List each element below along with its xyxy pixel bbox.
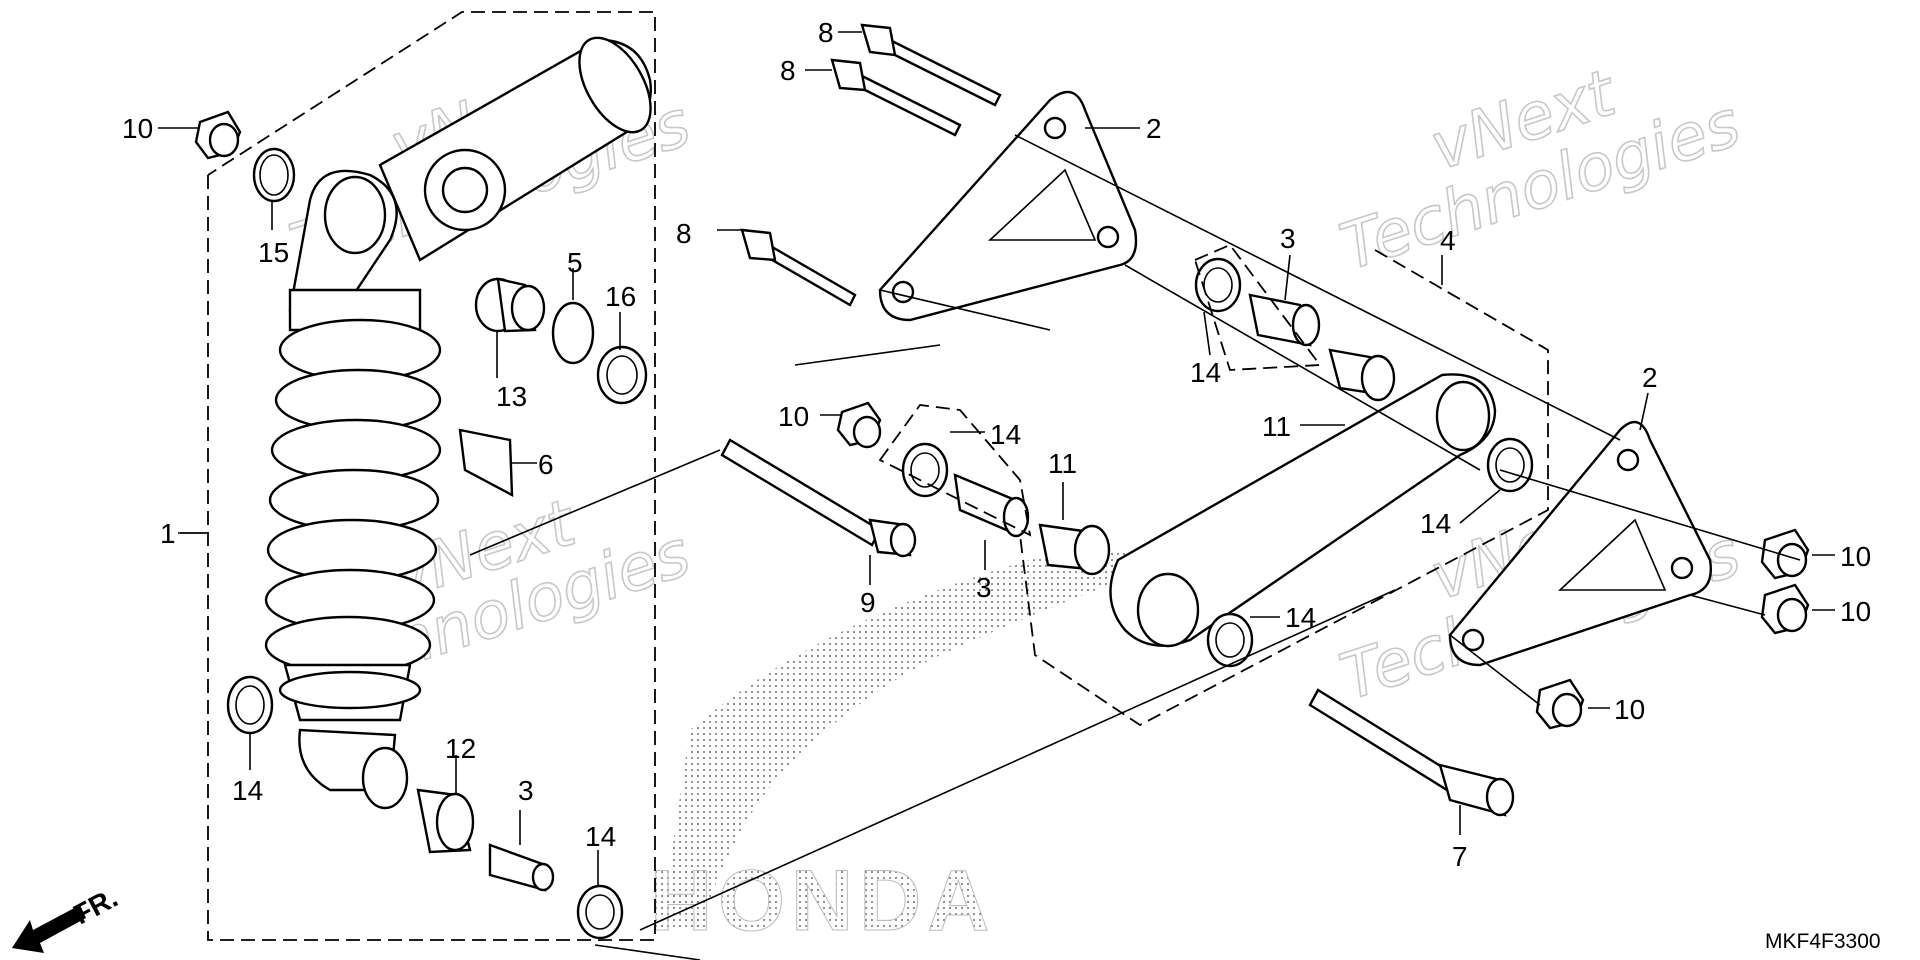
- callout-7: 7: [1452, 841, 1468, 872]
- part-13-bushing: [474, 277, 546, 333]
- part-14-seal-upper: [1194, 257, 1242, 313]
- callout-5: 5: [567, 247, 583, 278]
- group-box-linkage: [1019, 249, 1549, 727]
- shock-spring: [264, 318, 442, 675]
- front-arrow-icon: FR.: [12, 882, 123, 953]
- shock-absorber: [264, 36, 652, 810]
- part-14-seal-right: [1486, 437, 1534, 493]
- part-14-seal-mid: [901, 442, 949, 498]
- callout-labels: 10 15 13 5 16 6 1 14 12 3 14 8 8 8 2 2 3…: [122, 17, 1871, 872]
- part-10-nut-right-2: [1760, 583, 1810, 635]
- group-box-collar-mid: [878, 404, 1032, 537]
- callout-15: 15: [258, 237, 289, 268]
- callout-8: 8: [780, 55, 796, 86]
- part-9-bolt: [720, 438, 917, 558]
- callout-9: 9: [860, 587, 876, 618]
- part-14-seal-lower: [1206, 612, 1254, 668]
- callout-1: 1: [160, 518, 176, 549]
- callout-6: 6: [538, 449, 554, 480]
- callout-14: 14: [990, 419, 1021, 450]
- callout-3: 3: [1280, 223, 1296, 254]
- callout-13: 13: [496, 381, 527, 412]
- callout-2: 2: [1642, 362, 1658, 393]
- part-6-label: [458, 428, 514, 498]
- part-10-nut-right-3: [1535, 678, 1585, 730]
- callout-10: 10: [778, 401, 809, 432]
- part-16-seal: [596, 345, 648, 405]
- callout-10: 10: [1840, 541, 1871, 572]
- callout-10: 10: [1614, 694, 1645, 725]
- callout-12: 12: [445, 733, 476, 764]
- honda-logo-text: HONDA: [650, 853, 995, 949]
- part-5-circlip: [551, 301, 595, 365]
- callout-2: 2: [1146, 113, 1162, 144]
- callout-8: 8: [676, 218, 692, 249]
- callout-4: 4: [1440, 225, 1456, 256]
- callout-8: 8: [818, 17, 834, 48]
- callout-3: 3: [518, 775, 534, 806]
- part-11-bearing-lower: [1038, 523, 1111, 576]
- group-box-collar-upper: [1193, 243, 1322, 371]
- part-8-bolt-2: [830, 58, 962, 137]
- callout-14: 14: [1420, 508, 1451, 539]
- part-11-bearing-upper: [1328, 348, 1396, 402]
- part-15-ring: [252, 147, 296, 203]
- callout-11: 11: [1262, 411, 1291, 442]
- callout-16: 16: [605, 281, 636, 312]
- part-12-bearing: [416, 788, 475, 854]
- callout-14: 14: [1190, 357, 1221, 388]
- part-14-seal-left: [226, 675, 274, 735]
- leader-lines: [158, 31, 1835, 885]
- part-3-collar-mid: [953, 473, 1030, 538]
- part-4-cushion-arm: [1109, 373, 1497, 648]
- callout-14: 14: [232, 775, 263, 806]
- shock-assembly-bracket: [207, 11, 656, 941]
- callout-10: 10: [122, 113, 153, 144]
- callout-3: 3: [976, 572, 992, 603]
- part-10-nut-mid: [836, 401, 882, 449]
- callout-10: 10: [1840, 596, 1871, 627]
- part-2-plate-right: [1448, 420, 1712, 667]
- part-8-bolt-1: [860, 23, 1002, 107]
- part-2-plate-top: [878, 90, 1138, 322]
- part-3-collar-upper: [1248, 293, 1321, 347]
- part-10-nut-right-1: [1760, 528, 1810, 580]
- callout-11: 11: [1048, 448, 1077, 479]
- diagram-code: MKF4F3300: [1765, 930, 1881, 953]
- part-14-seal-bottom: [576, 884, 624, 940]
- part-3-collar-bottom: [488, 843, 555, 892]
- part-10-nut-top: [194, 110, 242, 160]
- part-8-bolt-3: [740, 228, 857, 307]
- part-7-bolt: [1308, 688, 1515, 817]
- callout-14: 14: [1285, 602, 1316, 633]
- callout-14: 14: [585, 821, 616, 852]
